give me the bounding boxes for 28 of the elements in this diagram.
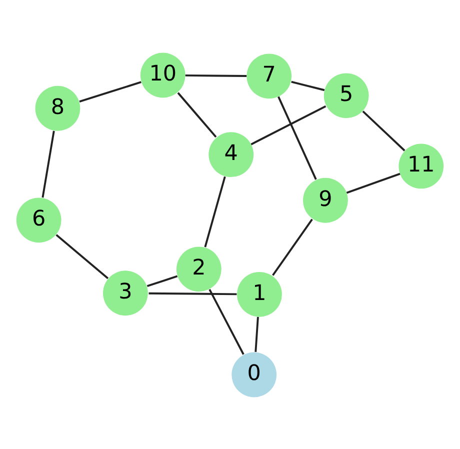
- connector: [177, 92, 217, 138]
- node-circle: 8: [35, 85, 80, 130]
- connector: [254, 316, 259, 352]
- connector: [42, 130, 55, 198]
- connector: [56, 234, 109, 279]
- node-circle: 4: [208, 132, 254, 177]
- connector: [79, 80, 142, 102]
- connector: [362, 110, 406, 151]
- node-circle: 7: [246, 53, 292, 98]
- node-circle: 6: [16, 197, 62, 242]
- node-circle: 9: [303, 177, 348, 222]
- node-circle: 2: [176, 246, 222, 292]
- connector: [291, 80, 325, 91]
- node-circle: 10: [140, 52, 186, 98]
- connector: [278, 96, 317, 180]
- node-circle: 1: [237, 271, 282, 316]
- connector: [208, 288, 244, 354]
- node-circle: 11: [398, 143, 444, 188]
- connector: [185, 74, 247, 76]
- connector: [346, 172, 400, 194]
- connector: [146, 274, 178, 286]
- node-circle: 5: [324, 72, 369, 118]
- connector: [250, 104, 326, 145]
- connector: [148, 292, 237, 295]
- node-circle: 0: [232, 352, 277, 397]
- connector: [204, 176, 226, 247]
- connector: [272, 218, 313, 276]
- node-circle: 3: [103, 270, 148, 316]
